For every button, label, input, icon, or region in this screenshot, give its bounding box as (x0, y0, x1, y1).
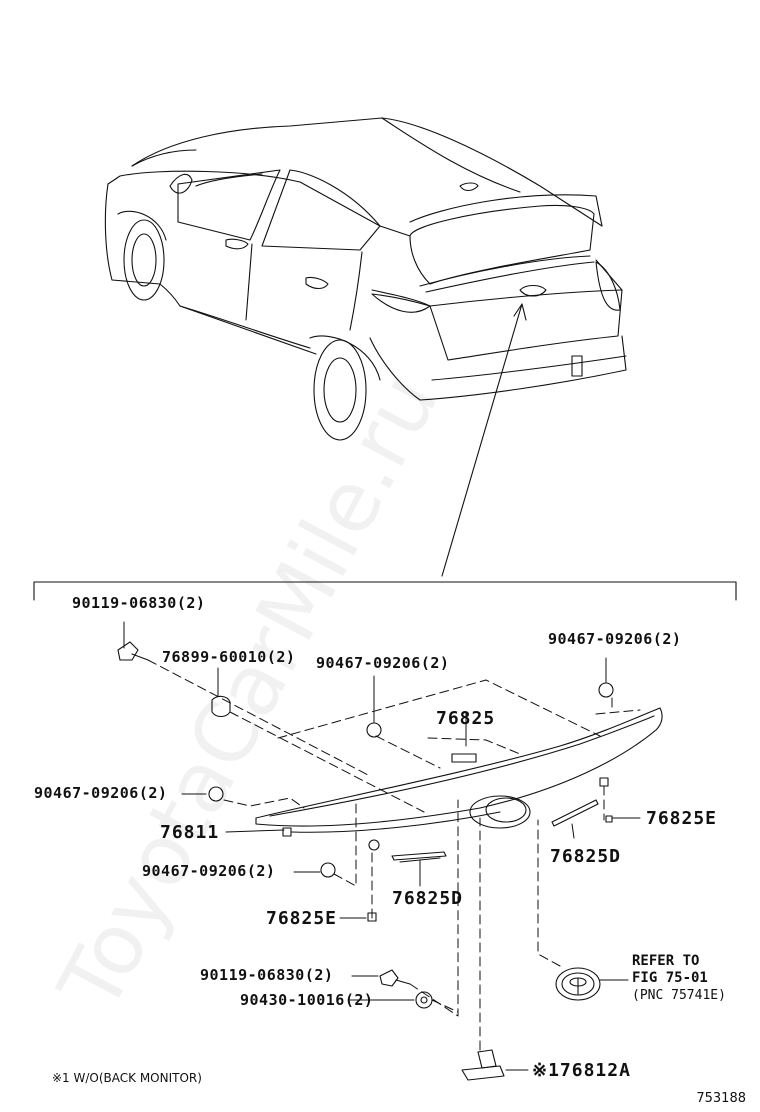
refer-line-1: REFER TO (632, 953, 700, 969)
callout-90467-09206-left: 90467-09206(2) (34, 784, 168, 802)
refer-line-2: FIG 75-01 (632, 970, 708, 986)
callout-90430-10016: 90430-10016(2) (240, 991, 374, 1009)
solid-leaders (123, 621, 641, 1071)
callout-76825e-right: 76825E (646, 808, 718, 829)
fasteners (117, 641, 614, 1081)
callout-90467-09206-lower: 90467-09206(2) (142, 862, 276, 880)
footnote: ※1 W/O(BACK MONITOR) (52, 1071, 202, 1085)
callout-76825d-left: 76825D (392, 888, 464, 909)
callout-90467-09206-right: 90467-09206(2) (548, 630, 682, 648)
frame-bracket (33, 581, 737, 601)
refer-line-3: (PNC 75741E) (632, 988, 726, 1003)
garnish-panel (255, 707, 663, 922)
callout-76899-60010: 76899-60010(2) (162, 648, 296, 666)
vehicle-illustration (104, 117, 627, 441)
callout-76825: 76825 (436, 708, 496, 729)
callout-90467-09206-center: 90467-09206(2) (316, 654, 450, 672)
callout-76825d-right: 76825D (550, 846, 622, 867)
location-arrow (441, 303, 527, 577)
callout-76812a: ※176812A (532, 1060, 631, 1081)
callout-76825e-left: 76825E (266, 908, 338, 929)
callout-76811: 76811 (160, 822, 220, 843)
callout-90119-06830-bottom: 90119-06830(2) (200, 966, 334, 984)
figure-number: 753188 (696, 1091, 746, 1106)
refer-note: REFER TO FIG 75-01 (PNC 75741E) (632, 953, 726, 1004)
callout-90119-06830-top: 90119-06830(2) (72, 594, 206, 612)
dashed-leaders (147, 659, 641, 1051)
